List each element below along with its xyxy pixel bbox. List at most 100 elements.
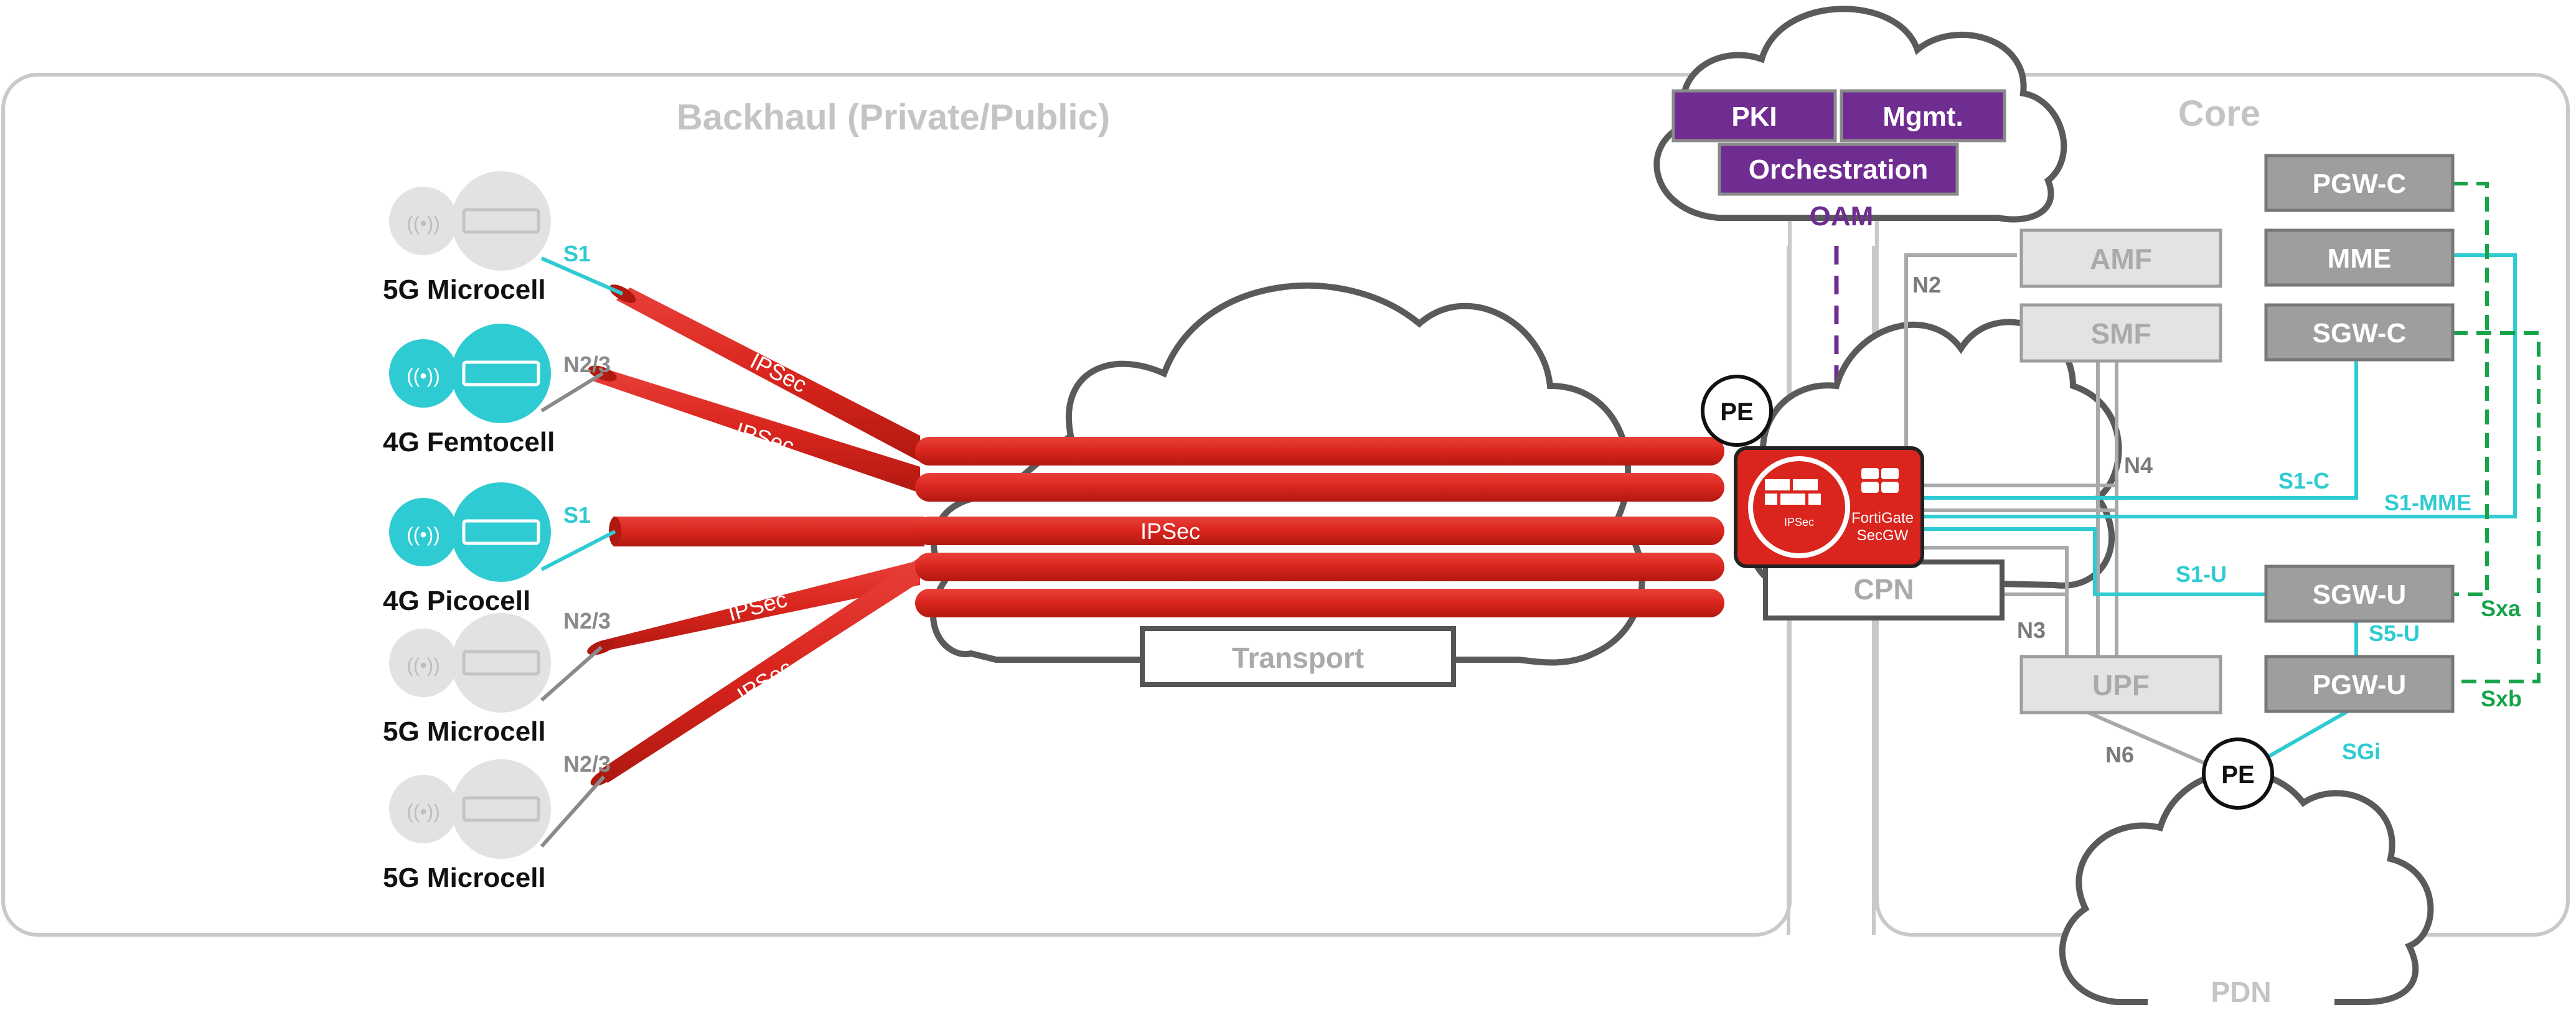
base-station-icon <box>451 482 551 582</box>
radio-waves-icon: ((•)) <box>407 523 440 546</box>
pki-label: PKI <box>1731 101 1777 132</box>
secgw-name: FortiGate <box>1851 510 1914 527</box>
antenna-icon <box>389 339 458 408</box>
antenna-icon <box>389 629 458 697</box>
antenna-icon <box>389 775 458 843</box>
pdn-label-bg <box>2148 965 2334 1021</box>
mme-node <box>2264 228 2455 287</box>
cell-link <box>540 372 604 413</box>
radio-waves-icon: ((•)) <box>407 800 440 823</box>
cell-link-label: N2/3 <box>563 751 611 777</box>
firewall-bricks-icon <box>1765 479 1821 505</box>
fortigate-secgw <box>1734 446 1924 568</box>
core-4g-connectors <box>1924 253 2517 758</box>
n3-label: N3 <box>2017 617 2046 643</box>
pe-label-top: PE <box>1720 398 1753 426</box>
cell-label: 5G Microcell <box>383 863 546 893</box>
firewall-icon <box>1748 456 1850 558</box>
cell-link <box>540 775 606 848</box>
sgi-label: SGi <box>2342 739 2381 764</box>
base-station-icon <box>451 759 551 859</box>
amf-node <box>2019 228 2222 288</box>
radio-waves-icon: ((•)) <box>407 654 440 677</box>
cell-link-label: N2/3 <box>563 352 611 377</box>
base-station-icon <box>451 613 551 713</box>
ipsec-tunnels <box>587 284 1724 786</box>
pki-box <box>1671 89 1837 143</box>
radio-unit-icon <box>462 519 540 545</box>
transport-label-box <box>1140 626 1456 687</box>
n6-label: N6 <box>2105 742 2134 767</box>
ipsec-label-3: IPSec <box>1140 518 1200 544</box>
sgwu-node <box>2264 564 2455 623</box>
pe-node-top <box>1701 375 1773 447</box>
secgw-type: SecGW <box>1857 527 1909 544</box>
cell-site: ((•)) S1 5G Microcell <box>383 171 624 305</box>
orchestration-box <box>1718 143 1959 196</box>
oam-label: OAM <box>1810 201 1874 232</box>
radio-waves-icon: ((•)) <box>407 212 440 235</box>
sgwc-node <box>2264 303 2455 362</box>
cell-link <box>540 645 603 702</box>
amf-label: AMF <box>2090 243 2152 275</box>
n2-label: N2 <box>1912 272 1941 297</box>
antenna-icon <box>389 187 458 255</box>
cell-link <box>540 256 624 296</box>
cell-label: 5G Microcell <box>383 274 546 305</box>
smf-label: SMF <box>2090 317 2151 350</box>
orchestration-label: Orchestration <box>1749 154 1929 185</box>
mgmt-label: Mgmt. <box>1883 101 1963 132</box>
fortinet-logo-icon <box>1861 468 1899 493</box>
cell-sites: ((•)) S1 5G Microcell ((•)) N2/3 4G Femtocell… <box>383 171 624 893</box>
antenna-icon <box>389 498 458 566</box>
mme-label: MME <box>2328 243 2392 274</box>
pgwc-label: PGW-C <box>2313 169 2407 199</box>
s5u-label: S5-U <box>2369 620 2420 646</box>
cell-link-label: S1 <box>563 241 591 266</box>
cell-label: 4G Femtocell <box>383 427 555 457</box>
s1c-label: S1-C <box>2278 468 2329 494</box>
pgwc-node <box>2264 154 2455 212</box>
pgwu-node <box>2264 655 2455 713</box>
base-station-icon <box>451 324 551 423</box>
sxb-label: Sxb <box>2481 686 2522 711</box>
sxa-label: Sxa <box>2481 596 2521 621</box>
cpn-label: CPN <box>1853 573 1914 606</box>
cell-site: ((•)) S1 4G Picocell <box>383 482 616 616</box>
pdn-cloud <box>2059 769 2434 1005</box>
cell-site: ((•)) N2/3 4G Femtocell <box>383 324 611 457</box>
cell-link-label: N2/3 <box>563 608 611 634</box>
pe-label-pdn: PE <box>2221 761 2254 789</box>
sgwu-label: SGW-U <box>2313 579 2407 610</box>
pdn-label: PDN <box>2211 976 2271 1008</box>
cell-label: 5G Microcell <box>383 716 546 747</box>
secgw-icon-text: IPSec <box>1784 516 1814 528</box>
pe-node-pdn <box>2202 737 2274 810</box>
cell-link-label: S1 <box>563 502 591 528</box>
core-title: Core <box>2178 93 2260 134</box>
radio-unit-icon <box>462 360 540 386</box>
cell-label: 4G Picocell <box>383 586 530 616</box>
n4-label: N4 <box>2124 452 2153 478</box>
radio-unit-icon <box>462 208 540 234</box>
s1mme-label: S1-MME <box>2384 490 2471 515</box>
transport-label: Transport <box>1232 642 1364 674</box>
backhaul-title: Backhaul (Private/Public) <box>677 97 1110 138</box>
sgwc-label: SGW-C <box>2313 318 2407 349</box>
cell-site: ((•)) N2/3 5G Microcell <box>383 751 611 893</box>
radio-waves-icon: ((•)) <box>407 365 440 387</box>
mgmt-box <box>1840 89 2006 143</box>
base-station-icon <box>451 171 551 271</box>
smf-node <box>2019 303 2222 363</box>
radio-unit-icon <box>462 650 540 676</box>
upf-node <box>2019 655 2222 714</box>
green-dashed-links <box>2453 182 2541 683</box>
s1u-label: S1-U <box>2176 561 2227 587</box>
cell-site: ((•)) N2/3 5G Microcell <box>383 608 611 747</box>
cell-link <box>540 530 616 571</box>
upf-label: UPF <box>2092 669 2150 701</box>
radio-unit-icon <box>462 796 540 822</box>
pgwu-label: PGW-U <box>2313 670 2407 700</box>
